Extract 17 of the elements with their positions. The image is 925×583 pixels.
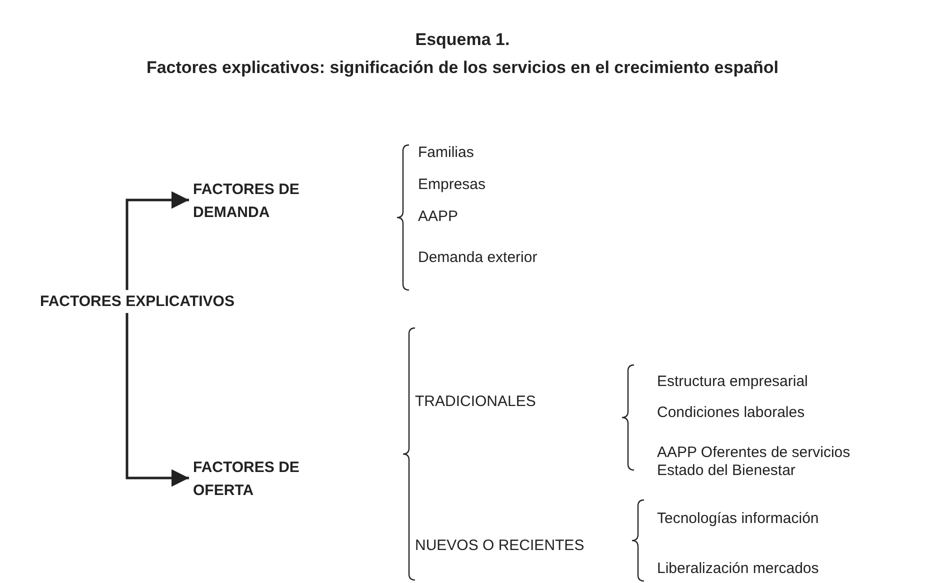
item-label: Tecnologías información — [657, 510, 819, 528]
item-label: Liberalización mercados — [657, 560, 819, 578]
item-label: NUEVOS O RECIENTES — [415, 537, 584, 555]
item-label: Familias — [418, 144, 474, 162]
item-label: Demanda exterior — [418, 249, 538, 267]
diagram-title: Esquema 1. Factores explicativos: significación de los servicios en el crecimiento español — [145, 29, 780, 79]
category-label: FACTORES DE OFERTA — [193, 456, 323, 502]
item-label: AAPP Oferentes de servicios Estado del Bienestar — [657, 444, 852, 480]
category-label: FACTORES DE DEMANDA — [193, 178, 308, 224]
arrow — [126, 191, 189, 290]
item-label: Condiciones laborales — [657, 404, 805, 422]
item-label: AAPP — [418, 208, 458, 226]
item-label: Estructura empresarial — [657, 373, 808, 391]
item-label: TRADICIONALES — [415, 393, 536, 411]
arrow — [126, 313, 189, 487]
category-label: FACTORES EXPLICATIVOS — [40, 290, 240, 313]
item-label: Empresas — [418, 176, 486, 194]
